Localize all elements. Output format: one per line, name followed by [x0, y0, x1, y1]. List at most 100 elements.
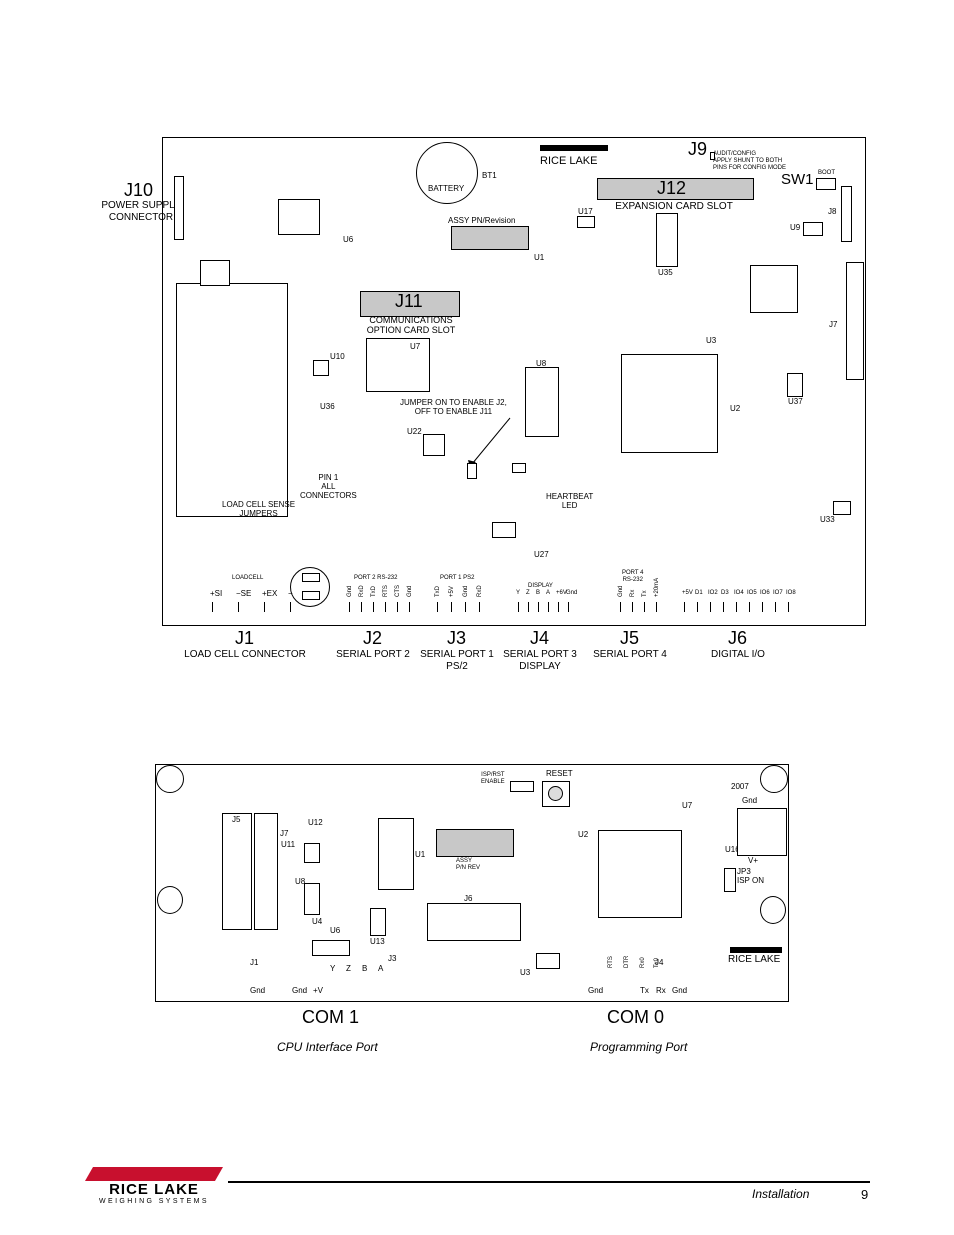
- port4-header-label: PORT 4 RS-232: [622, 570, 644, 583]
- j9-jumper: [710, 152, 715, 160]
- pin-port4-3: +20mA: [654, 577, 660, 597]
- chip-u10-label: U10: [330, 352, 345, 361]
- pin-tick-port2-3: [385, 602, 386, 612]
- j11-desc: COMMUNICATIONS OPTION CARD SLOT: [366, 315, 456, 335]
- b2-chip-u6: [312, 940, 350, 956]
- chip-u2: [621, 354, 718, 453]
- b2-j4-signal-3: Tx0: [654, 957, 660, 968]
- chip-u33-label: U33: [820, 515, 835, 524]
- b2-chip-u3-label: U3: [520, 968, 531, 977]
- chip-u17: [577, 216, 595, 228]
- reset-button-knob: [548, 786, 563, 801]
- jumper-note: JUMPER ON TO ENABLE J2, OFF TO ENABLE J1…: [400, 398, 507, 416]
- pin-digital-2: IO2: [708, 590, 718, 596]
- legend-j2-desc: SERIAL PORT 2: [336, 649, 410, 660]
- j10-desc: POWER SUPPLY CONNECTOR: [101, 200, 181, 223]
- jp3-jumper: [724, 868, 736, 892]
- b2-chip-u4-label: U4: [312, 917, 323, 926]
- pin-digital-7: IO7: [773, 590, 783, 596]
- chip-u7-label: U7: [410, 342, 421, 351]
- pin-tick-port4-2: [644, 602, 645, 612]
- j7-header-b2: [254, 813, 278, 930]
- chip-u22: [423, 434, 445, 456]
- year-label: 2007: [731, 782, 749, 791]
- b2-j4-label: J4: [655, 958, 664, 967]
- legend-j4-id: J4: [530, 628, 550, 648]
- chip-u9: [803, 222, 823, 236]
- b2-chip-u11: [304, 843, 320, 863]
- b2-chip-u13: [370, 908, 386, 936]
- pin-tick-digital-1: [697, 602, 698, 612]
- b2-j1-pin-3: Y: [330, 964, 336, 973]
- pin1-header: [293, 447, 355, 459]
- chip-u35: [656, 213, 678, 267]
- j12-label: J12: [657, 178, 687, 198]
- isp-rst-label: ISP/RST ENABLE: [481, 772, 505, 785]
- pin-port4-1: Rx: [630, 589, 636, 597]
- j5-header: [222, 813, 252, 930]
- chip-u5: [750, 265, 798, 313]
- legend-j3-id: J3: [447, 628, 467, 648]
- j9-desc: AUDIT/CONFIG APPLY SHUNT TO BOTH PINS FO…: [713, 151, 787, 171]
- power-gnd-label: Gnd: [742, 796, 758, 805]
- b2-j6-label: J6: [464, 894, 473, 903]
- chip-u35-label: U35: [658, 268, 673, 277]
- pin-loadcell-1: −SE: [236, 589, 252, 598]
- b2-j1-label: J1: [250, 958, 259, 967]
- footer-page-number: 9: [861, 1187, 869, 1202]
- j7-header: [846, 262, 864, 380]
- b2-chip-u3: [536, 953, 560, 969]
- b2-j4-pin-2: Rx: [656, 986, 666, 995]
- b2-j4-pin-3: Gnd: [672, 986, 688, 995]
- legend-j6-id: J6: [728, 628, 748, 648]
- legend-j1-id: J1: [235, 628, 255, 648]
- b2-chip-u8-label: U8: [295, 877, 306, 886]
- pin-digital-0: +5V: [682, 590, 693, 596]
- j5-label: J5: [232, 815, 241, 824]
- pin-port2-4: CTS: [395, 585, 401, 597]
- pin-digital-3: D3: [721, 590, 729, 596]
- b2-j1-pin-0: Gnd: [250, 986, 266, 995]
- b2-j1-pin-4: Z: [346, 964, 351, 973]
- footer-logo-bottom: WEIGHING SYSTEMS: [99, 1198, 209, 1205]
- pin-tick-digital-6: [762, 602, 763, 612]
- chip-u17-label: U17: [578, 207, 593, 216]
- jp2-isp-jumper: [510, 781, 534, 792]
- battery-label: BATTERY: [428, 184, 465, 193]
- boot-label: BOOT: [818, 170, 836, 176]
- b2-assy-label: ASSY P/N REV: [456, 858, 481, 871]
- footer-section: Installation: [752, 1187, 810, 1201]
- b2-chip-u12-label: U12: [308, 818, 323, 827]
- mount-hole-tr: [760, 765, 788, 793]
- legend-j6-desc: DIGITAL I/O: [711, 649, 765, 660]
- chip-u1-label: U1: [534, 253, 545, 262]
- pin-digital-4: IO4: [734, 590, 744, 596]
- chip-u32: [492, 522, 516, 538]
- sw1-label: SW1: [781, 171, 814, 188]
- brand-label: RICE LAKE: [540, 155, 598, 167]
- chip-u36-label: U36: [320, 402, 335, 411]
- pin-tick-display-3: [548, 602, 549, 612]
- pin-tick-display-1: [528, 602, 529, 612]
- sense-jumper-circle: [290, 567, 330, 607]
- footer-rule: [228, 1181, 870, 1183]
- b2-chip-u2: [598, 830, 682, 918]
- b2-brand-label: RICE LAKE: [728, 954, 781, 965]
- pin-port1-0: TxD: [435, 586, 441, 597]
- assy-box: [451, 226, 529, 250]
- pin-tick-loadcell-0: [212, 602, 213, 612]
- b2-chip-u11-label: U11: [281, 840, 296, 849]
- pin-loadcell-2: +EX: [262, 589, 278, 598]
- b2-j3-label: J3: [388, 954, 397, 963]
- legend-j4-desc: SERIAL PORT 3 DISPLAY: [503, 649, 577, 672]
- pin-digital-6: IO6: [760, 590, 770, 596]
- b2-chip-u6-label: U6: [330, 926, 341, 935]
- pin-tick-port4-0: [620, 602, 621, 612]
- pin-tick-display-0: [518, 602, 519, 612]
- b2-chip-u1: [378, 818, 414, 890]
- pin-digital-5: IO5: [747, 590, 757, 596]
- left-block-top: [200, 260, 230, 286]
- b2-j4-pin-0: Gnd: [588, 986, 604, 995]
- pin-port2-0: Gnd: [347, 585, 353, 597]
- chip-u37: [787, 373, 803, 397]
